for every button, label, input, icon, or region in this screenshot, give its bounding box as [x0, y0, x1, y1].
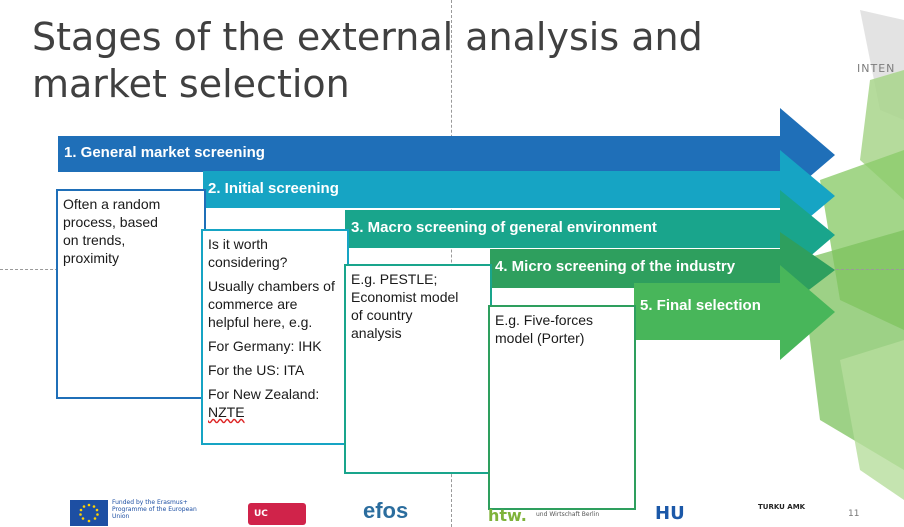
arrow-stage-3 — [345, 190, 835, 282]
stage-1-line-2: process, based — [63, 214, 158, 230]
uc-logo: UC — [248, 503, 306, 525]
stage-4-line-2: model (Porter) — [495, 330, 585, 346]
efos-logo: efos — [363, 498, 409, 523]
stage-1-line-4: proximity — [63, 250, 120, 266]
stage-3-line-1: E.g. PESTLE; — [351, 271, 438, 287]
eu-funding-text: Funded by the Erasmus+ Programme of the … — [112, 499, 197, 520]
arrow-stage-1 — [58, 108, 835, 202]
stage-2-description-box: Is it worth considering? Usually chamber… — [201, 229, 349, 445]
htw-subtitle: und Wirtschaft Berlin — [536, 511, 600, 518]
decor-shape-5 — [840, 340, 904, 500]
stage-2-line-3: For Germany: IHK — [208, 338, 322, 354]
stage-3-line-4: analysis — [351, 325, 402, 341]
stage-1-line-3: on trends, — [63, 232, 126, 248]
stage-2-line-2: Usually chambers of commerce are helpful… — [208, 278, 335, 330]
arrow-label-stage-1: 1. General market screening — [64, 144, 265, 161]
turku-amk-logo: TURKU AMK — [758, 503, 806, 511]
stage-3-line-2: Economist model — [351, 289, 459, 305]
stage-2-line-4: For the US: ITA — [208, 362, 305, 378]
arrow-label-stage-3: 3. Macro screening of general environmen… — [351, 219, 657, 236]
stage-2-line-6: NZTE — [208, 404, 245, 420]
slide-title: Stages of the external analysis and mark… — [32, 15, 703, 106]
stage-3-line-3: of country — [351, 307, 413, 323]
stage-2-line-5: For New Zealand: — [208, 386, 320, 402]
arrow-label-stage-5: 5. Final selection — [640, 297, 761, 314]
stage-3-description-box: E.g. PESTLE; Economist model of country … — [344, 264, 492, 474]
page-number: 11 — [848, 509, 860, 519]
stage-1-description-box: Often a random process, based on trends,… — [56, 189, 206, 399]
hu-logo: HU — [655, 503, 685, 524]
stage-1-line-1: Often a random — [63, 196, 161, 212]
guide-line-vertical — [451, 0, 452, 527]
arrow-stage-2 — [203, 150, 835, 242]
stage-4-description-box: E.g. Five-forces model (Porter) — [488, 305, 636, 510]
arrow-stage-5 — [634, 265, 835, 360]
arrow-label-stage-4: 4. Micro screening of the industry — [495, 258, 736, 275]
arrow-stage-4 — [490, 232, 835, 312]
arrow-label-stage-2: 2. Initial screening — [208, 180, 339, 197]
htw-logo: htw. — [488, 506, 527, 525]
stage-2-line-1: Is it worth considering? — [208, 236, 288, 270]
corner-brand-text: INTEN — [857, 62, 896, 75]
eu-flag-icon — [70, 500, 108, 526]
stage-4-line-1: E.g. Five-forces — [495, 312, 594, 328]
